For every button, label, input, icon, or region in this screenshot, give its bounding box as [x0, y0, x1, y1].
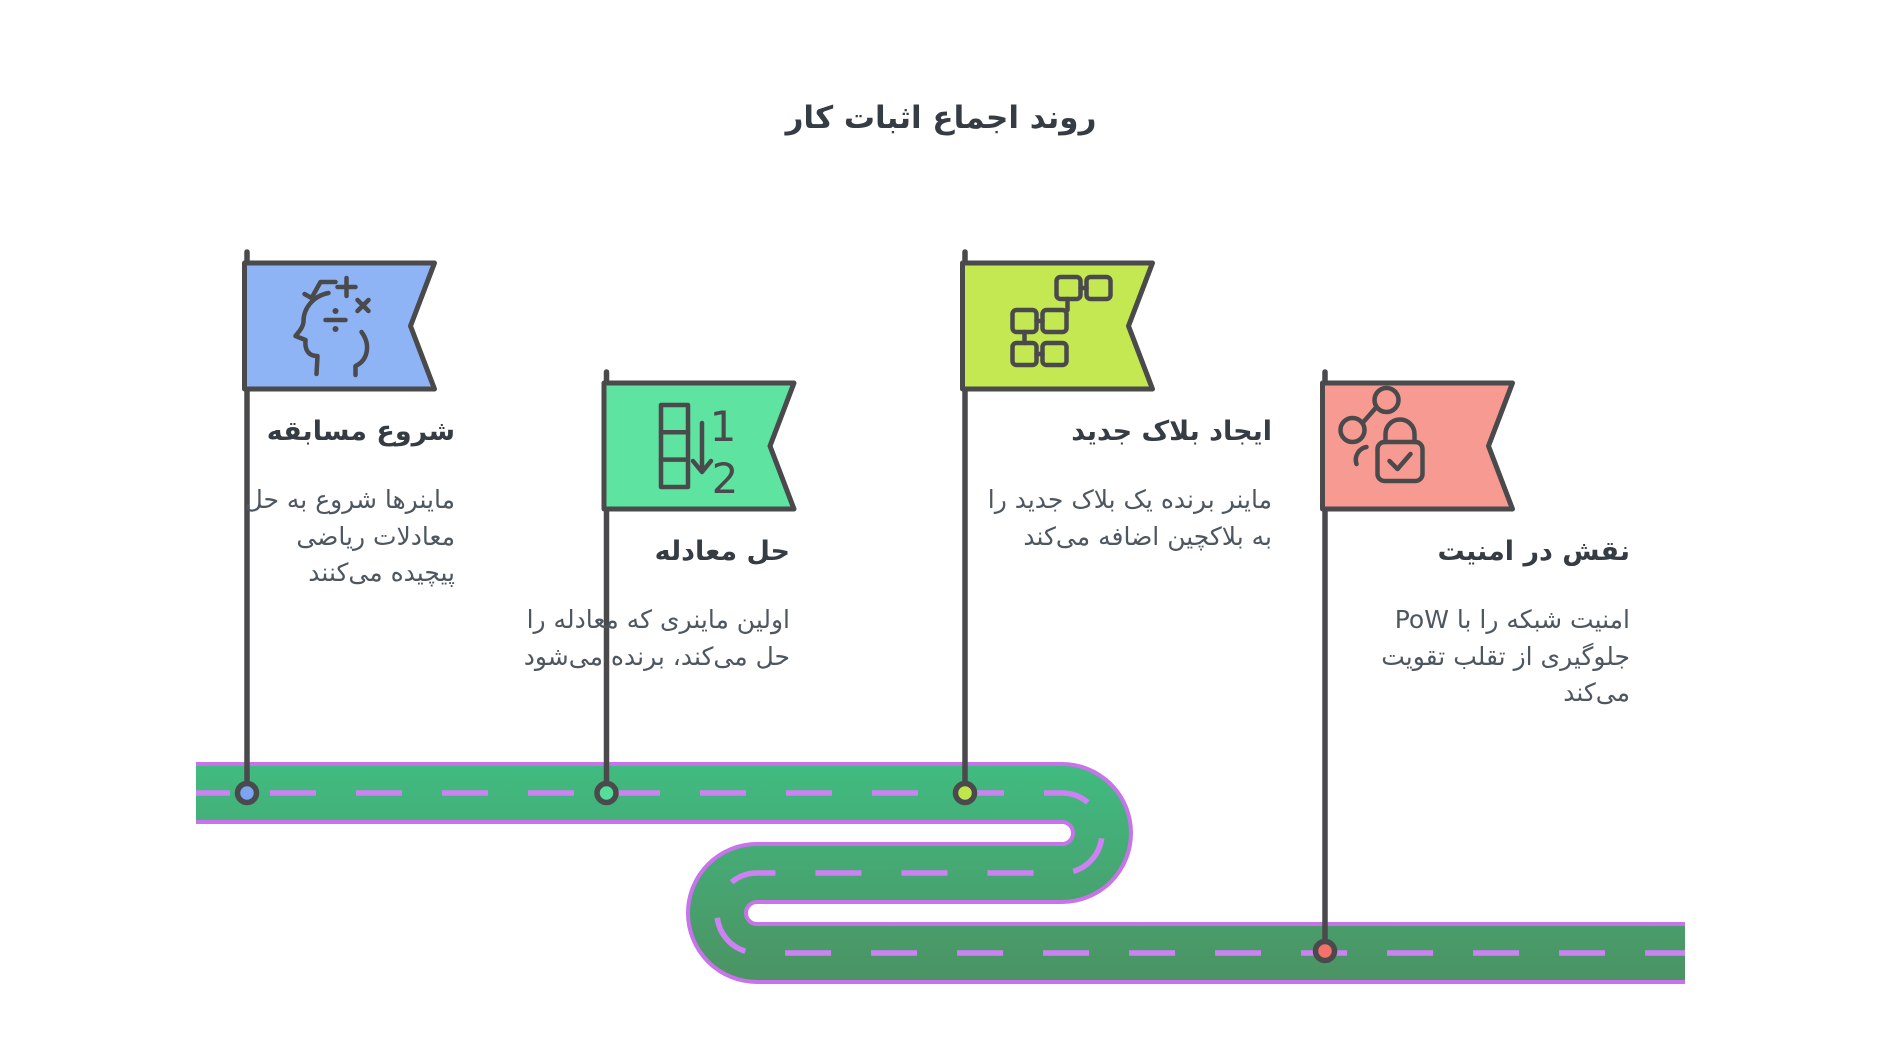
milestone-flag-4 — [1320, 380, 1515, 512]
milestone-node-1 — [234, 780, 260, 806]
step-2-text: حل معادله اولین ماینری که معادله را حل م… — [460, 536, 790, 675]
page-title: روند اجماع اثبات کار — [785, 100, 1097, 136]
flag-banner-1 — [242, 260, 437, 392]
milestone-node-2 — [594, 780, 619, 806]
blockchain-blocks-icon — [1010, 274, 1113, 368]
svg-text:2: 2 — [712, 454, 739, 503]
math-thinking-icon — [293, 275, 371, 378]
step-4-description: امنیت شبکه را با PoW جلوگیری از تقلب تقو… — [1381, 605, 1630, 707]
step-1-text: شروع مسابقه ماینرها شروع به حل معادلات ر… — [125, 416, 455, 591]
milestone-flag-3 — [960, 260, 1155, 392]
road-lane-markings — [196, 790, 1685, 956]
step-2-heading: حل معادله — [654, 536, 790, 567]
step-1-description: ماینرها شروع به حل معادلات ریاضی پیچیده … — [244, 485, 455, 587]
step-2-description: اولین ماینری که معادله را حل می‌کند، برن… — [523, 605, 790, 671]
step-4-text: نقش در امنیت امنیت شبکه را با PoW جلوگیر… — [1300, 536, 1630, 711]
milestone-node-3 — [952, 780, 978, 806]
step-1-heading: شروع مسابقه — [266, 416, 455, 447]
flag-banner-4 — [1320, 380, 1515, 512]
step-3-heading: ایجاد بلاک جدید — [1071, 416, 1272, 447]
secure-network-lock-icon — [1338, 385, 1425, 484]
milestone-node-4 — [1312, 938, 1338, 964]
milestone-flag-2: 1 2 — [601, 380, 797, 512]
flag-banner-3 — [960, 260, 1155, 392]
step-4-heading: نقش در امنیت — [1437, 536, 1630, 567]
ranking-order-icon: 1 2 — [658, 402, 739, 503]
milestone-flag-1 — [242, 260, 437, 392]
svg-text:1: 1 — [710, 402, 737, 451]
flag-banner-2 — [601, 380, 797, 512]
step-3-text: ایجاد بلاک جدید ماینر برنده یک بلاک جدید… — [942, 416, 1272, 555]
step-3-description: ماینر برنده یک بلاک جدید را به بلاکچین ا… — [987, 485, 1272, 551]
